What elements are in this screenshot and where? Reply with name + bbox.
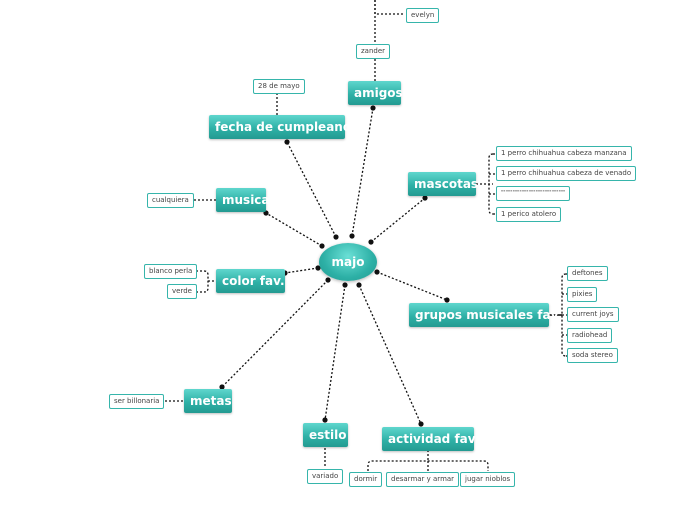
subtopic-deftones[interactable]: deftones bbox=[567, 266, 608, 281]
connector-mascotas bbox=[370, 197, 426, 243]
topic-fecha-de-cumpleanos[interactable]: fecha de cumpleanos bbox=[209, 115, 358, 139]
subtopic-ser-billonaria[interactable]: ser billonaria bbox=[109, 394, 165, 409]
subtopic-28-de-mayo[interactable]: 28 de mayo bbox=[253, 79, 305, 94]
connector-musica bbox=[265, 212, 323, 247]
connector-metas bbox=[221, 279, 329, 388]
subtopic-zander[interactable]: zander bbox=[356, 44, 391, 59]
connector-actividad bbox=[358, 284, 422, 425]
topic-mascotas[interactable]: mascotas bbox=[408, 172, 478, 196]
subtopic-verde[interactable]: verde bbox=[167, 284, 197, 299]
subtopic-variado[interactable]: variado bbox=[307, 469, 344, 484]
subtopic-perico-atolero[interactable]: 1 perico atolero bbox=[496, 207, 562, 222]
subtopic-cualquiera[interactable]: cualquiera bbox=[147, 193, 194, 208]
subtopic-blanco-perla[interactable]: blanco perla bbox=[144, 264, 198, 279]
subtopic-quotes[interactable]: """""""""""""""""""""""""""" bbox=[496, 186, 571, 201]
topic-color-fav[interactable]: color fav. bbox=[216, 269, 285, 293]
central-topic-node[interactable]: majo bbox=[319, 243, 377, 281]
topic-grupos-musicales-fav[interactable]: grupos musicales fav. bbox=[409, 303, 562, 327]
subtopic-soda-stereo[interactable]: soda stereo bbox=[567, 348, 618, 363]
topic-amigos[interactable]: amigos bbox=[348, 81, 403, 105]
subtopic-pixies[interactable]: pixies bbox=[567, 287, 598, 302]
subtopic-current-joys[interactable]: current joys bbox=[567, 307, 619, 322]
connector-amigos bbox=[351, 107, 374, 237]
subtopic-perro-cabeza-manzana[interactable]: 1 perro chihuahua cabeza manzana bbox=[496, 146, 632, 161]
subtopic-desarmar-y-armar[interactable]: desarmar y armar bbox=[386, 472, 460, 487]
connector-estilo bbox=[324, 284, 346, 421]
subtopic-perro-cabeza-de-venado[interactable]: 1 perro chihuahua cabeza de venado bbox=[496, 166, 637, 181]
connector-fecha bbox=[286, 141, 337, 238]
connector-grupos bbox=[376, 271, 448, 301]
subtopic-radiohead[interactable]: radiohead bbox=[567, 328, 613, 343]
subtopic-dormir[interactable]: dormir bbox=[349, 472, 383, 487]
topic-metas[interactable]: metas bbox=[184, 389, 232, 413]
subtopic-jugar-nioblos[interactable]: jugar nioblos bbox=[460, 472, 516, 487]
subtopic-evelyn[interactable]: evelyn bbox=[406, 8, 440, 23]
topic-musica[interactable]: musica bbox=[216, 188, 270, 212]
topic-actividad-fav[interactable]: actividad fav. bbox=[382, 427, 479, 451]
connector-color bbox=[284, 267, 319, 274]
topic-estilo[interactable]: estilo bbox=[303, 423, 348, 447]
